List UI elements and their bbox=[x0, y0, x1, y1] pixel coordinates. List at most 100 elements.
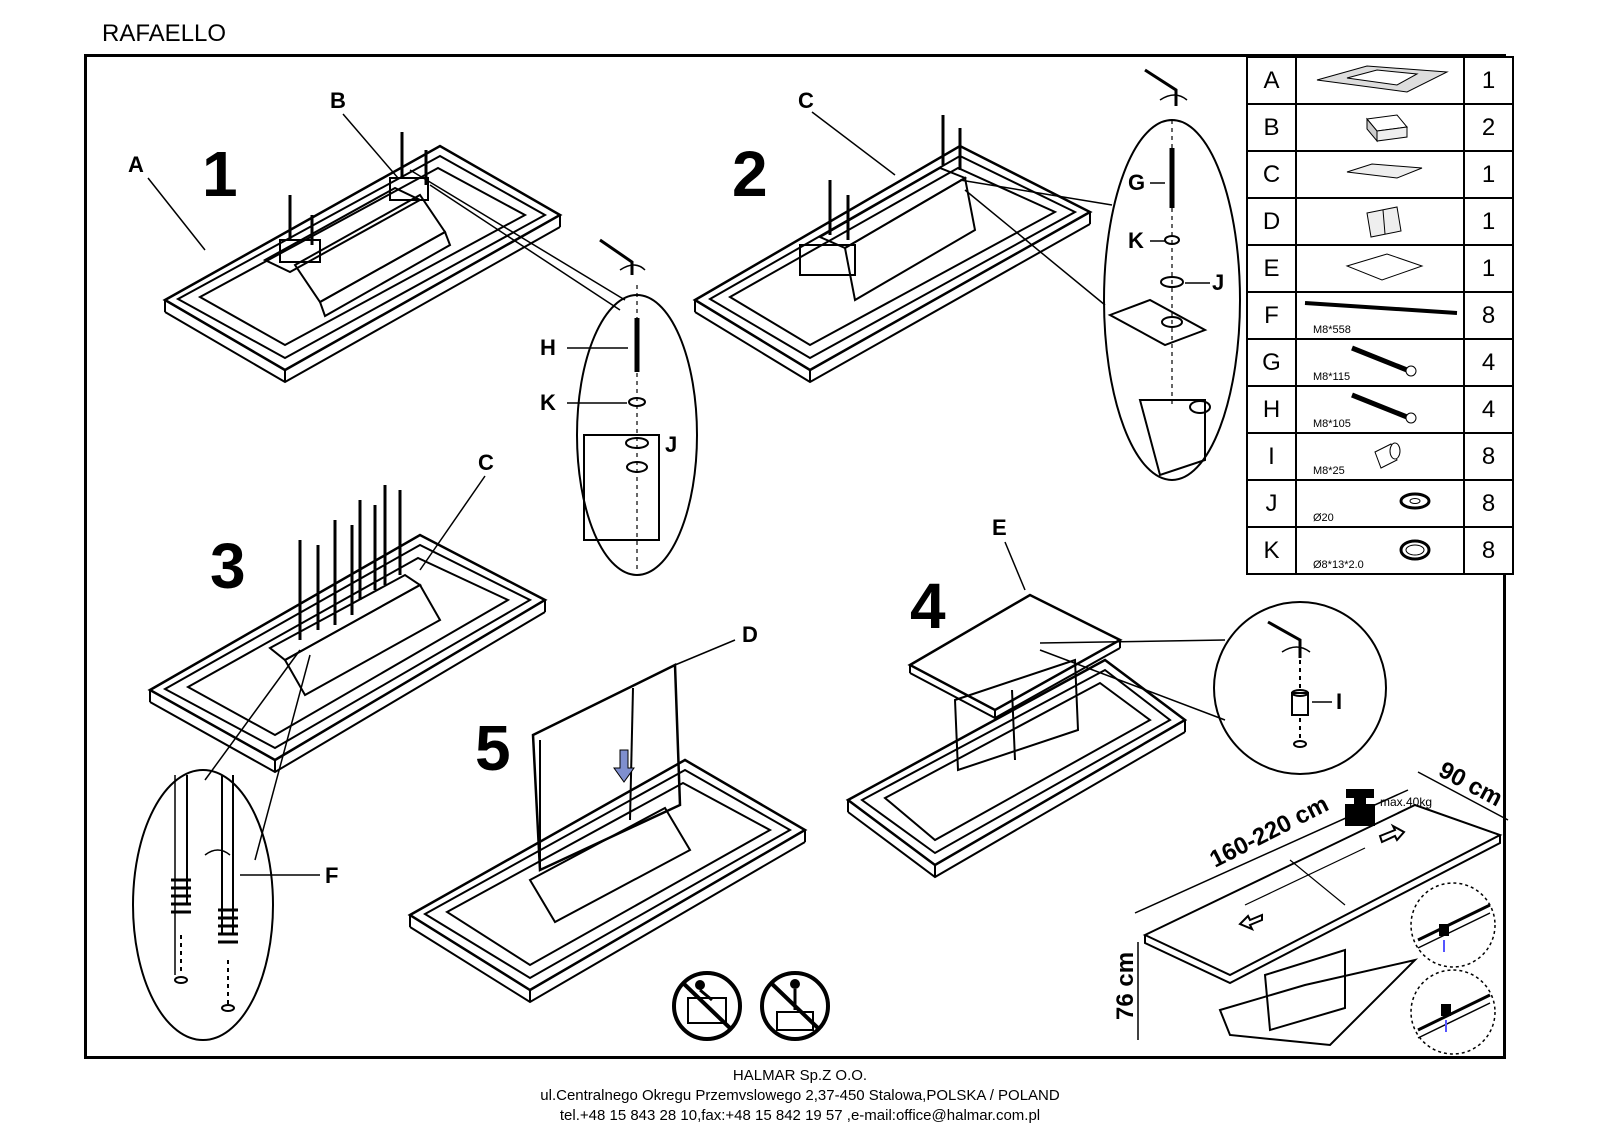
callout-k-label-2: K bbox=[1128, 228, 1144, 253]
callout-j-label-1: J bbox=[665, 432, 677, 457]
step2-illustration bbox=[692, 115, 1093, 384]
part-letter: A bbox=[1246, 56, 1297, 105]
part-illustration-cell bbox=[1295, 197, 1465, 246]
support-block-icon bbox=[1366, 114, 1408, 143]
callout-c-label-2: C bbox=[478, 450, 494, 475]
callout-a-label: A bbox=[128, 152, 144, 177]
part-letter: H bbox=[1246, 385, 1297, 434]
extension-lock-detail-top bbox=[1410, 882, 1496, 968]
callout-a-leader bbox=[147, 177, 206, 251]
long-rod-icon bbox=[1304, 301, 1458, 315]
part-letter: F bbox=[1246, 291, 1297, 340]
part-quantity: 4 bbox=[1463, 338, 1514, 387]
step5-illustration bbox=[407, 663, 808, 1004]
parts-row: J Ø20 8 bbox=[1246, 479, 1514, 528]
part-letter: D bbox=[1246, 197, 1297, 246]
step-4-number: 4 bbox=[910, 570, 946, 642]
max-load-label: max.40kg bbox=[1380, 795, 1432, 809]
step3-detail-bubble bbox=[132, 649, 320, 1041]
table-height-dimension: 76 cm bbox=[1112, 952, 1139, 1020]
base-plate-icon bbox=[1345, 253, 1424, 281]
part-quantity: 8 bbox=[1463, 432, 1514, 481]
callout-i-label: I bbox=[1336, 689, 1342, 714]
step4-illustration bbox=[845, 593, 1188, 879]
part-illustration-cell: Ø20 bbox=[1295, 479, 1465, 528]
part-letter: I bbox=[1246, 432, 1297, 481]
part-quantity: 8 bbox=[1463, 526, 1514, 575]
part-letter: B bbox=[1246, 103, 1297, 152]
callout-b-leader bbox=[342, 113, 399, 179]
parts-row: I M8*25 8 bbox=[1246, 432, 1514, 481]
part-spec: Ø8*13*2.0 bbox=[1313, 559, 1364, 571]
part-quantity: 1 bbox=[1463, 56, 1514, 105]
part-quantity: 1 bbox=[1463, 244, 1514, 293]
part-illustration-cell: M8*558 bbox=[1295, 291, 1465, 340]
part-quantity: 2 bbox=[1463, 103, 1514, 152]
part-letter: E bbox=[1246, 244, 1297, 293]
step1-detail-bubble bbox=[409, 169, 698, 576]
bolt-icon bbox=[1351, 345, 1417, 377]
callout-d-leader bbox=[674, 639, 736, 666]
crossbar-icon bbox=[1346, 163, 1423, 179]
part-spec: M8*115 bbox=[1313, 371, 1351, 383]
finished-table-illustration bbox=[1134, 771, 1509, 1047]
callout-c-label-1: C bbox=[798, 88, 814, 113]
part-illustration-cell: M8*25 bbox=[1295, 432, 1465, 481]
pedestal-column-icon bbox=[1366, 206, 1402, 238]
callout-c-leader-2 bbox=[419, 475, 486, 571]
step-5-number: 5 bbox=[475, 712, 511, 784]
barrel-nut-icon bbox=[1374, 442, 1401, 469]
bolt-icon bbox=[1351, 392, 1417, 424]
callout-b-label: B bbox=[330, 88, 346, 113]
callout-d-label: D bbox=[742, 622, 758, 647]
step2-detail-bubble bbox=[959, 68, 1241, 481]
footer-contact: tel.+48 15 843 28 10,fax:+48 15 842 19 5… bbox=[559, 1107, 1041, 1124]
spring-washer-icon bbox=[1399, 539, 1431, 561]
step4-detail-bubble bbox=[1039, 601, 1387, 775]
part-spec: Ø20 bbox=[1313, 512, 1334, 524]
step1-illustration bbox=[162, 132, 563, 384]
no-standing-on-table-icon bbox=[760, 971, 830, 1041]
callout-e-label: E bbox=[992, 515, 1007, 540]
extension-lock-detail-bottom bbox=[1410, 969, 1496, 1055]
no-climbing-on-table-icon bbox=[672, 971, 742, 1041]
part-illustration-cell bbox=[1295, 103, 1465, 152]
parts-row: K Ø8*13*2.0 8 bbox=[1246, 526, 1514, 575]
callout-h-label-1: H bbox=[540, 335, 556, 360]
step-1-number: 1 bbox=[202, 138, 238, 210]
parts-row: G M8*115 4 bbox=[1246, 338, 1514, 387]
part-spec: M8*105 bbox=[1313, 418, 1351, 430]
part-letter: J bbox=[1246, 479, 1297, 528]
washer-icon bbox=[1399, 492, 1431, 510]
part-letter: K bbox=[1246, 526, 1297, 575]
callout-g-label: G bbox=[1128, 170, 1145, 195]
part-illustration-cell: M8*105 bbox=[1295, 385, 1465, 434]
part-quantity: 8 bbox=[1463, 479, 1514, 528]
part-illustration-cell bbox=[1295, 244, 1465, 293]
footer-company: HALMAR Sp.Z O.O. bbox=[732, 1067, 868, 1084]
callout-f-label: F bbox=[325, 863, 338, 888]
callout-e-leader bbox=[1004, 541, 1026, 591]
part-quantity: 1 bbox=[1463, 150, 1514, 199]
part-spec: M8*25 bbox=[1313, 465, 1345, 477]
table-top-icon bbox=[1316, 65, 1449, 93]
part-illustration-cell: M8*115 bbox=[1295, 338, 1465, 387]
step-2-number: 2 bbox=[732, 138, 768, 210]
part-letter: C bbox=[1246, 150, 1297, 199]
callout-k-label-1: K bbox=[540, 390, 556, 415]
part-illustration-cell: Ø8*13*2.0 bbox=[1295, 526, 1465, 575]
part-illustration-cell bbox=[1295, 56, 1465, 105]
step3-illustration bbox=[147, 485, 548, 774]
footer-address: ul.Centralnego Okregu Przemvslowego 2,37… bbox=[540, 1087, 1060, 1104]
table-width-dimension: 90 cm bbox=[1434, 756, 1507, 812]
part-letter: G bbox=[1246, 338, 1297, 387]
